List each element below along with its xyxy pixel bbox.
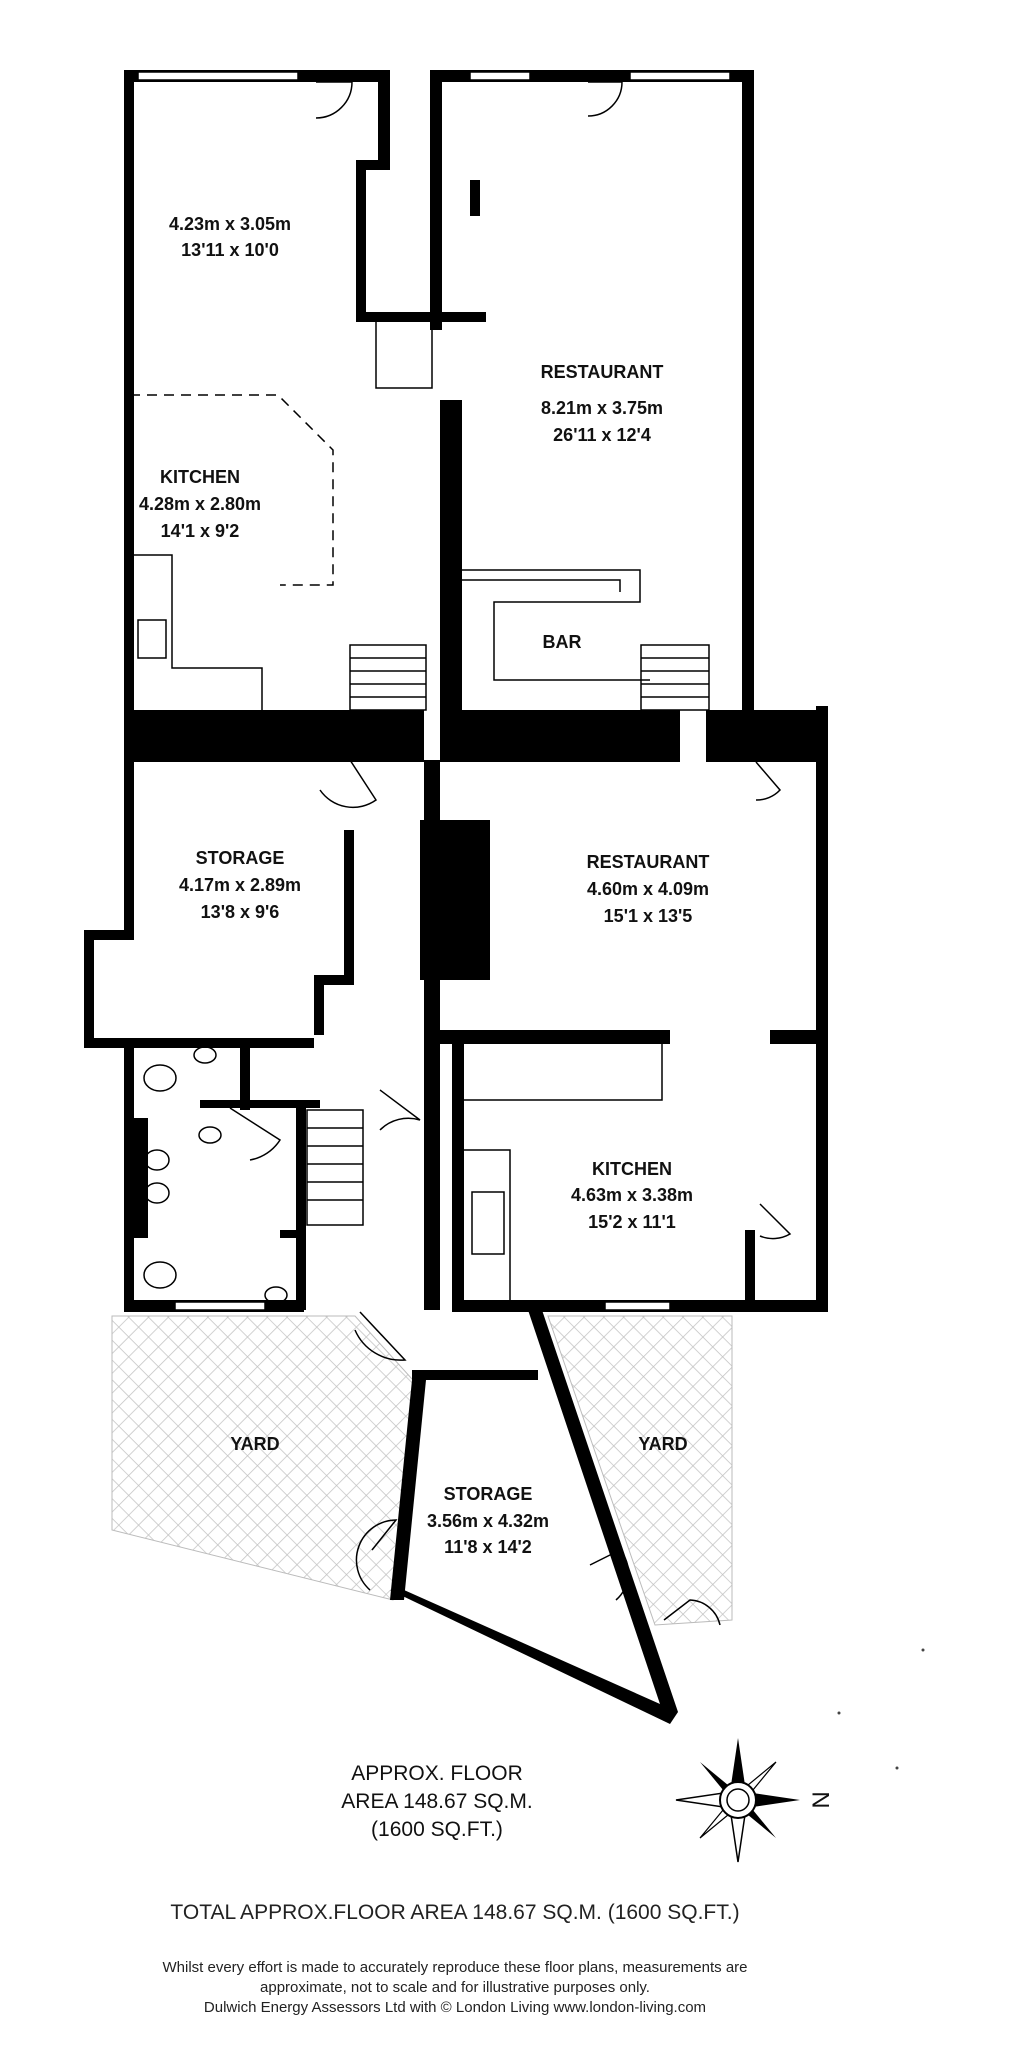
scan-mark bbox=[837, 1711, 841, 1715]
room-name: KITCHEN bbox=[160, 467, 240, 487]
scan-mark bbox=[895, 1766, 899, 1770]
stairs-upper-left bbox=[349, 644, 427, 711]
doors bbox=[229, 81, 792, 1626]
room-name: RESTAURANT bbox=[541, 362, 664, 382]
yard-right-area bbox=[547, 1315, 733, 1626]
chimney-breast bbox=[375, 317, 433, 389]
room-name: YARD bbox=[230, 1434, 279, 1454]
room-front-left: 4.23m x 3.05m 13'11 x 10'0 bbox=[169, 214, 291, 260]
floor-area-summary: APPROX. FLOOR AREA 148.67 SQ.M. (1600 SQ… bbox=[341, 1762, 532, 1841]
kitchen-counter-upper bbox=[134, 554, 263, 710]
urinal-icon bbox=[144, 1182, 170, 1204]
room-yard-right: YARD bbox=[638, 1434, 687, 1454]
room-kitchen-lower: KITCHEN 4.63m x 3.38m 15'2 x 11'1 bbox=[571, 1159, 693, 1232]
room-storage-rear: STORAGE 3.56m x 4.32m 11'8 x 14'2 bbox=[427, 1484, 549, 1557]
basin-icon bbox=[264, 1286, 288, 1304]
stairs-lower bbox=[306, 1109, 364, 1226]
urinal-icon bbox=[144, 1149, 170, 1171]
toilet-icon bbox=[143, 1261, 177, 1289]
kitchen-counter-lower bbox=[464, 1044, 663, 1101]
room-dimensions-metric: 8.21m x 3.75m bbox=[541, 398, 663, 418]
room-dimensions-imperial: 15'1 x 13'5 bbox=[604, 906, 693, 926]
room-kitchen-upper: KITCHEN 4.28m x 2.80m 14'1 x 9'2 bbox=[139, 467, 261, 541]
room-dimensions-metric: 4.60m x 4.09m bbox=[587, 879, 709, 899]
room-name: KITCHEN bbox=[592, 1159, 672, 1179]
room-name: BAR bbox=[543, 632, 582, 652]
stairs-upper-right bbox=[640, 644, 710, 711]
toilet-icon bbox=[143, 1064, 177, 1092]
kitchen-counter-side bbox=[464, 1149, 511, 1300]
compass-north-label: N bbox=[808, 1791, 835, 1808]
room-storage-mid: STORAGE 4.17m x 2.89m 13'8 x 9'6 bbox=[179, 848, 301, 922]
bar-counter bbox=[462, 569, 650, 681]
room-name: YARD bbox=[638, 1434, 687, 1454]
disclaimer-line: approximate, not to scale and for illust… bbox=[260, 1979, 650, 1996]
floor-area-line: (1600 SQ.FT.) bbox=[371, 1818, 503, 1841]
room-restaurant-upper: RESTAURANT 8.21m x 3.75m 26'11 x 12'4 bbox=[541, 362, 664, 445]
room-dimensions-imperial: 15'2 x 11'1 bbox=[588, 1212, 676, 1232]
windows bbox=[137, 71, 731, 1311]
room-dimensions-imperial: 13'8 x 9'6 bbox=[201, 902, 280, 922]
bar-shelf bbox=[462, 579, 621, 592]
kitchen-island-outline bbox=[130, 394, 334, 586]
room-restaurant-lower: RESTAURANT 4.60m x 4.09m 15'1 x 13'5 bbox=[587, 852, 710, 926]
total-floor-area: TOTAL APPROX.FLOOR AREA 148.67 SQ.M. (16… bbox=[170, 1901, 739, 1924]
room-dimensions-imperial: 26'11 x 12'4 bbox=[553, 425, 651, 445]
room-dimensions-metric: 4.28m x 2.80m bbox=[139, 494, 261, 514]
floor-area-line: AREA 148.67 SQ.M. bbox=[341, 1790, 532, 1813]
room-dimensions-imperial: 13'11 x 10'0 bbox=[181, 240, 279, 260]
room-name: STORAGE bbox=[196, 848, 285, 868]
room-name: RESTAURANT bbox=[587, 852, 710, 872]
yard-left-area bbox=[111, 1315, 423, 1601]
scan-mark bbox=[921, 1648, 925, 1652]
disclaimer-line: Dulwich Energy Assessors Ltd with © Lond… bbox=[204, 1999, 706, 2016]
room-dimensions-imperial: 11'8 x 14'2 bbox=[444, 1537, 532, 1557]
sink-icon bbox=[137, 619, 167, 659]
room-name: STORAGE bbox=[444, 1484, 533, 1504]
room-dimensions-metric: 4.63m x 3.38m bbox=[571, 1185, 693, 1205]
room-yard-left: YARD bbox=[230, 1434, 279, 1454]
floor-area-line: APPROX. FLOOR bbox=[351, 1762, 523, 1785]
double-sink-icon bbox=[471, 1191, 505, 1255]
disclaimer-line: Whilst every effort is made to accuratel… bbox=[163, 1959, 748, 1976]
compass-rose-icon: N bbox=[675, 1738, 835, 1863]
room-bar: BAR bbox=[543, 632, 582, 652]
room-dimensions-metric: 3.56m x 4.32m bbox=[427, 1511, 549, 1531]
basin-icon bbox=[193, 1046, 217, 1064]
room-dimensions-metric: 4.17m x 2.89m bbox=[179, 875, 301, 895]
room-dimensions-imperial: 14'1 x 9'2 bbox=[161, 521, 240, 541]
walls bbox=[84, 70, 828, 1724]
room-dimensions-metric: 4.23m x 3.05m bbox=[169, 214, 291, 234]
basin-icon bbox=[198, 1126, 222, 1144]
